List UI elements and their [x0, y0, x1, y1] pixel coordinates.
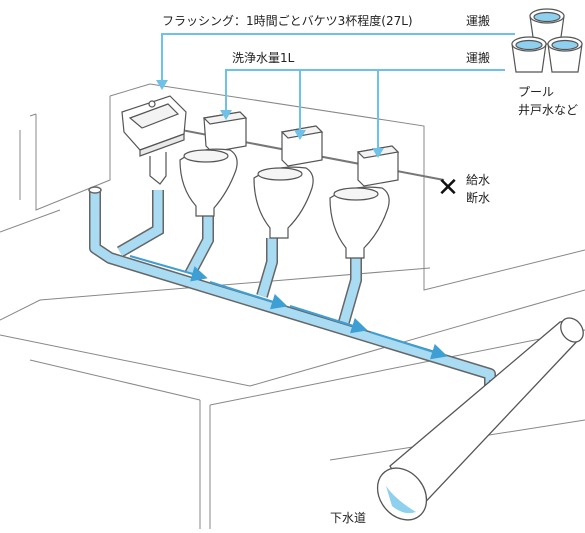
bucket-top: [529, 8, 565, 45]
well-water-label: 井戸水など: [518, 103, 578, 117]
sewer-label: 下水道: [330, 511, 366, 525]
toilet-2: [253, 125, 324, 239]
bucket-left: [511, 36, 547, 73]
sink: [121, 95, 187, 185]
toilet-3: [329, 145, 400, 259]
supply-water-label: 給水: [466, 173, 490, 187]
building-outline: [0, 83, 585, 529]
buckets: [511, 8, 583, 73]
callout-lines: [161, 33, 515, 150]
pool-label: プール: [518, 85, 554, 99]
bucket-right: [547, 36, 583, 73]
flushing-label: フラッシング：1時間ごとバケツ3杯程度(27L): [162, 13, 413, 28]
callout-arrowheads: [156, 80, 384, 158]
wash-water-label: 洗浄水量1L: [232, 51, 295, 65]
toilet-1: [179, 111, 248, 217]
cut-off-label: 断水: [466, 190, 490, 205]
transport-label-mid: 運搬: [466, 50, 490, 65]
sewer-pipe: [376, 317, 584, 521]
transport-label-top: 運搬: [466, 13, 490, 28]
x-mark-icon: ✕: [437, 173, 459, 203]
